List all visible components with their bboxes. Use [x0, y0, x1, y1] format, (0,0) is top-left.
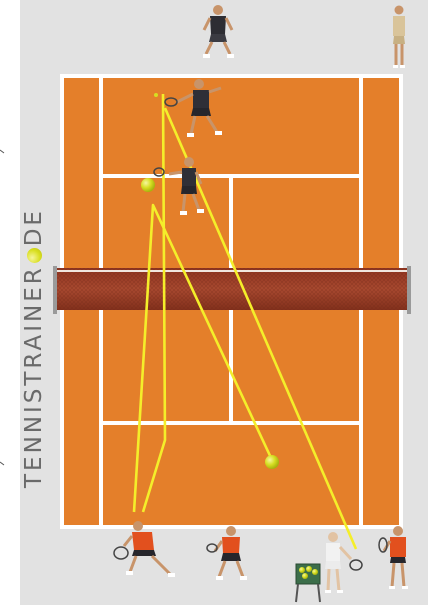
- net-mesh: [56, 268, 410, 310]
- brand-tld: DE: [21, 208, 47, 246]
- net: [53, 266, 411, 314]
- tennis-ball-icon: [27, 248, 42, 263]
- tennis-ball-icon: [141, 178, 155, 192]
- brand-name: TENNISTRAINER: [21, 265, 47, 488]
- margin-mark: [0, 462, 4, 465]
- brand-logo: TENNISTRAINER DE: [23, 208, 46, 488]
- net-post-right: [407, 266, 411, 314]
- tennis-ball-icon: [154, 93, 158, 97]
- net-post-left: [53, 266, 57, 314]
- margin-mark: [0, 150, 4, 153]
- tennis-ball-icon: [265, 455, 279, 469]
